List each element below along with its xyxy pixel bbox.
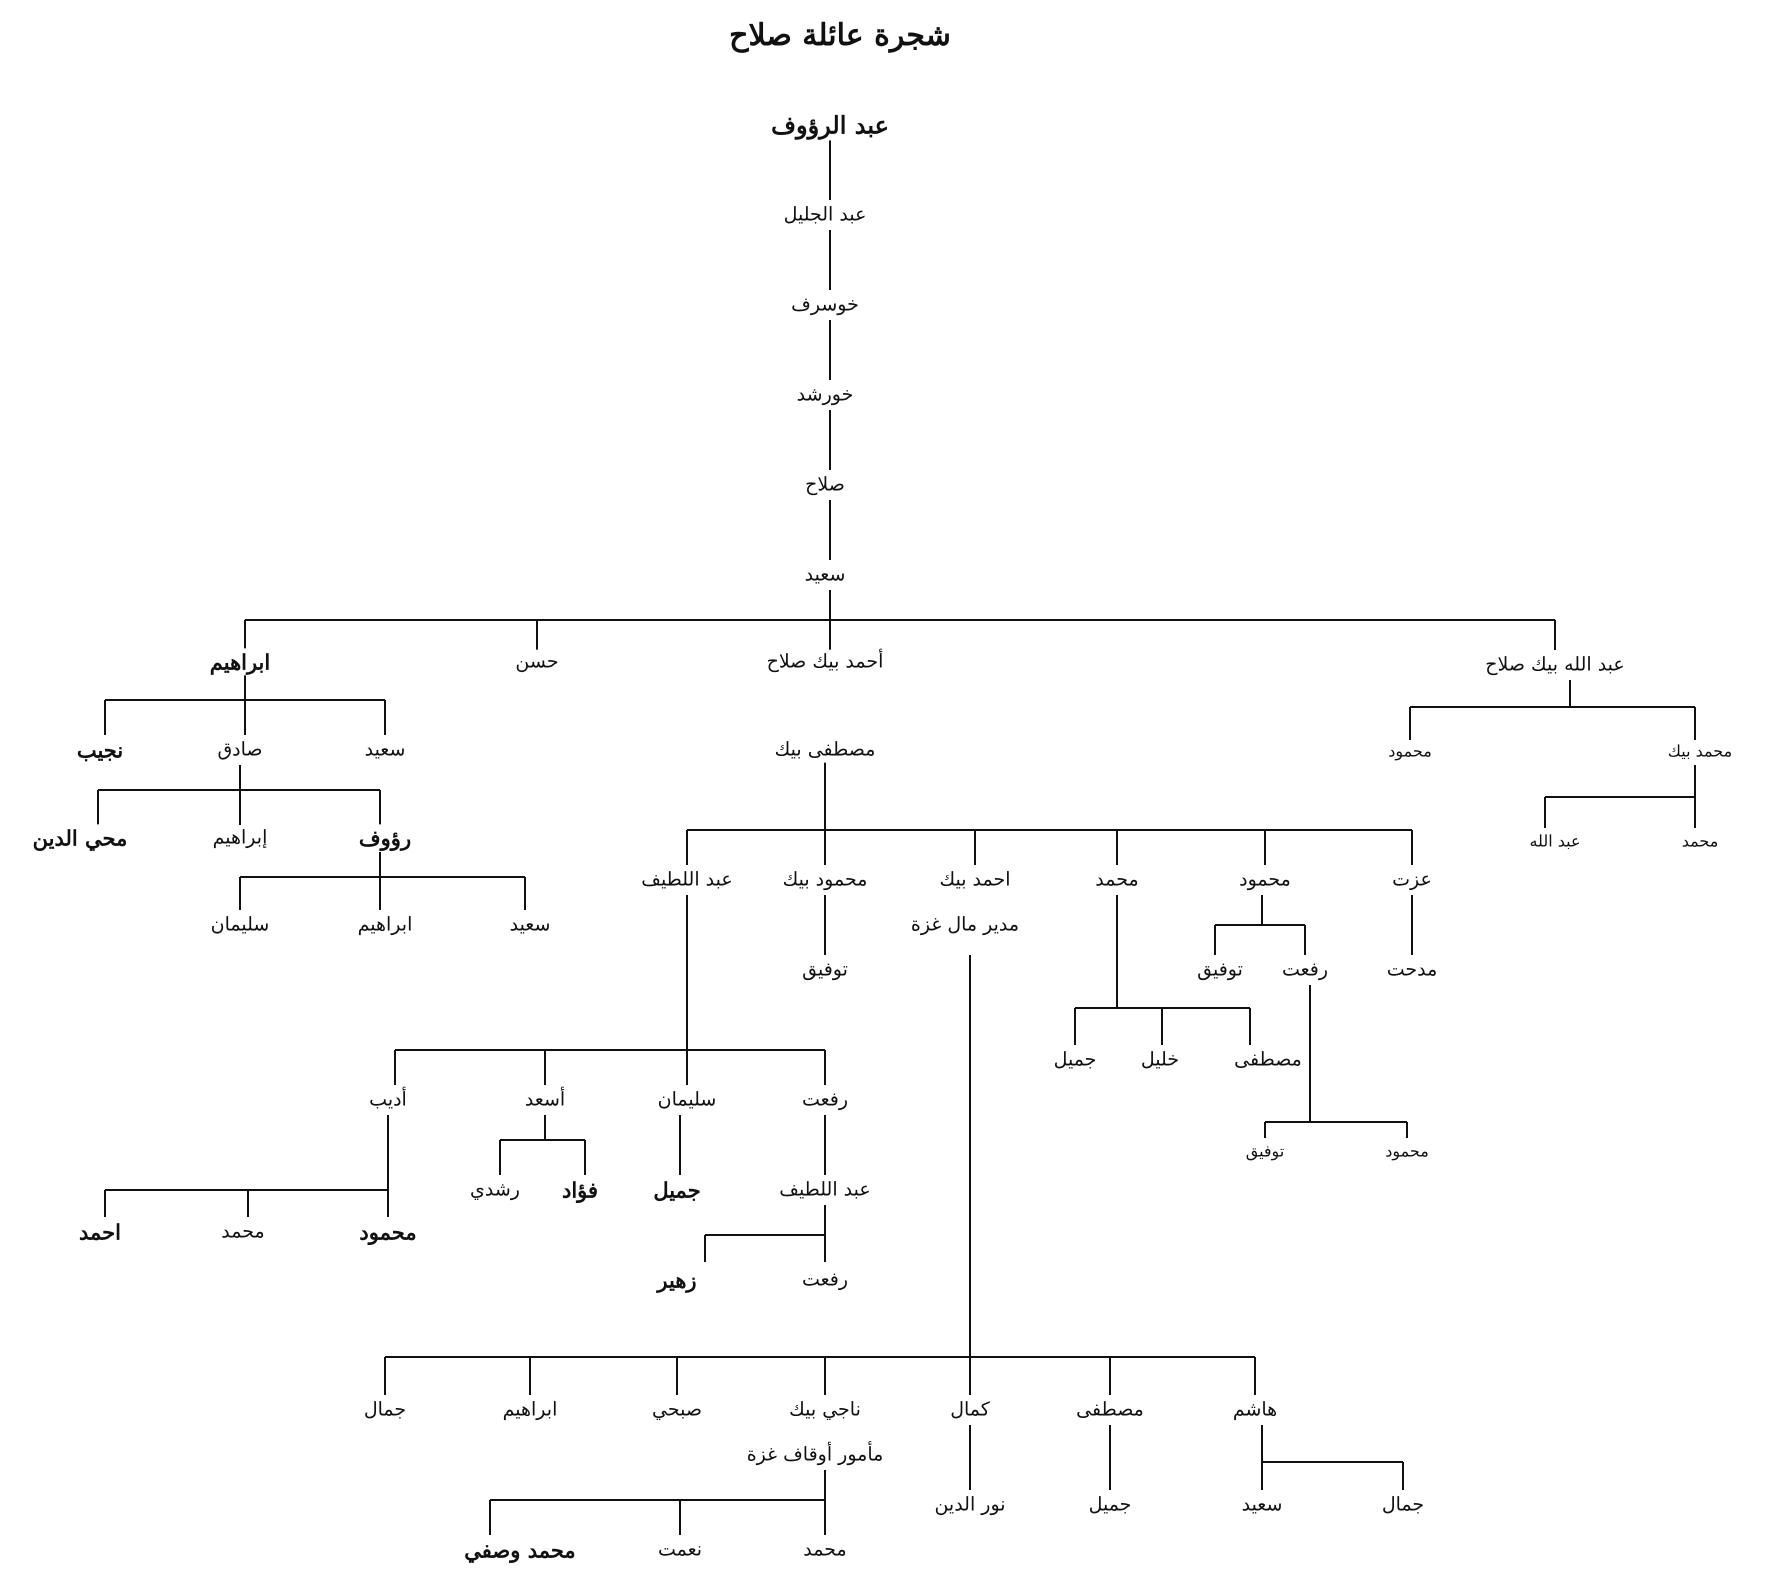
person-rifat-son-of-mahmoud: رفعت [1279, 957, 1331, 983]
person-mahmoud-son-of-abdallah-bey: محمود [1386, 741, 1434, 763]
person-zuhair: زهير [655, 1266, 699, 1294]
person-ibrahim-son-of-rauf: ابراهيم [355, 912, 415, 938]
person-muhammad-son-of-naji-bey: محمد [801, 1537, 849, 1563]
person-muhammad-son-of-mustafa: محمد [1093, 867, 1141, 893]
person-suleiman-son-of-rauf: سليمان [208, 912, 272, 938]
person-kamal: كمال [948, 1397, 992, 1423]
person-ahmad-son-of-adib: احمد [77, 1218, 123, 1246]
person-tawfiq-son-of-mahmoud-bey: توفيق [800, 957, 850, 983]
person-jamil-son-of-muhammad: جميل [1051, 1047, 1099, 1073]
person-suleiman-son-of-abd-al-latif: سليمان [655, 1087, 719, 1113]
page-title: شجرة عائلة صلاح [729, 18, 951, 53]
person-rifat-son-of-abd-al-latif: رفعت [799, 1087, 851, 1113]
person-muhammad-wasfi: محمد وصفي [462, 1536, 578, 1564]
person-subhi: صبحي [650, 1397, 704, 1423]
person-abdallah-son-of-muhammad-bey: عبد الله [1527, 831, 1583, 853]
naji-bey-role-note: مأمور أوقاف غزة [746, 1443, 884, 1466]
person-mahmoud-son-of-rifat: محمود [1383, 1141, 1431, 1163]
person-muhammad-son-of-muhammad-bey: محمد [1679, 831, 1721, 853]
person-mahmoud-son-of-adib: محمود [357, 1218, 419, 1246]
person-muhyi-al-din: محي الدين [30, 824, 130, 852]
person-abd-al-latif: عبد اللطيف [639, 867, 735, 893]
person-rauf: رؤوف [356, 824, 414, 852]
person-ibrahim-son-of-ahmad-bey: ابراهيم [500, 1397, 560, 1423]
person-abd-al-jalil: عبد الجليل [781, 202, 869, 228]
person-mustafa-son-of-muhammad: مصطفى [1232, 1047, 1304, 1073]
person-asad: أسعد [522, 1087, 568, 1113]
person-jamal-son-of-ahmad-bey: جمال [361, 1397, 409, 1423]
person-khalil: خليل [1138, 1047, 1182, 1073]
person-nimat: نعمت [655, 1537, 705, 1563]
person-khurshid: خورشد [794, 382, 856, 408]
person-medhat: مدحت [1384, 957, 1440, 983]
person-tawfiq-son-of-rifat: توفيق [1243, 1141, 1287, 1163]
person-muhammad-son-of-adib: محمد [219, 1219, 267, 1245]
person-najib: نجيب [74, 736, 126, 764]
person-jamil-son-of-suleiman: جميل [651, 1176, 703, 1204]
person-saeed-son-of-hashem: سعيد [1239, 1492, 1285, 1518]
person-nur-al-din: نور الدين [932, 1492, 1008, 1518]
person-mustafa-bey: مصطفى بيك [772, 737, 878, 763]
person-abdallah-bey-salah: عبد الله بيك صلاح [1483, 652, 1627, 678]
person-sadiq: صادق [215, 737, 265, 763]
person-jamil-son-of-mustafa: جميل [1086, 1492, 1134, 1518]
person-salah: صلاح [803, 472, 847, 498]
person-saeed: سعيد [802, 562, 848, 588]
person-khusraf: خوسرف [789, 292, 861, 318]
person-abd-al-latif-son-of-rifat: عبد اللطيف [777, 1177, 873, 1203]
person-mustafa-son-of-ahmad-bey: مصطفى [1074, 1397, 1146, 1423]
person-saeed-son-of-rauf: سعيد [507, 912, 553, 938]
person-mahmoud-son-of-mustafa: محمود [1237, 867, 1293, 893]
person-mahmoud-bey: محمود بيك [780, 867, 870, 893]
person-muhammad-bey: محمد بيك [1665, 741, 1735, 763]
person-adib: أديب [367, 1087, 409, 1113]
person-jamal-son-of-hashem: جمال [1379, 1492, 1427, 1518]
person-naji-bey: ناجي بيك [787, 1397, 863, 1423]
person-ahmad-bey-salah: أحمد بيك صلاح [764, 649, 886, 675]
person-hasan: حسن [513, 649, 561, 675]
person-ahmad-bey: احمد بيك [937, 867, 1013, 893]
person-rushdi: رشدي [468, 1177, 522, 1203]
person-saeed-son-of-ibrahim: سعيد [362, 737, 408, 763]
person-izzat: عزت [1390, 867, 1434, 893]
person-ibrahim-son-of-sadiq: إبراهيم [210, 825, 270, 851]
person-rifat-son-of-abd-al-latif-2: رفعت [799, 1267, 851, 1293]
person-abd-al-raouf: عبد الرؤوف [769, 109, 891, 141]
person-hashem: هاشم [1230, 1397, 1280, 1423]
person-fouad: فؤاد [559, 1176, 601, 1204]
person-ibrahim: ابراهيم [207, 648, 273, 676]
person-tawfiq-son-of-mahmoud: توفيق [1195, 957, 1245, 983]
ahmad-bey-role-note: مدير مال غزة [910, 913, 1020, 936]
